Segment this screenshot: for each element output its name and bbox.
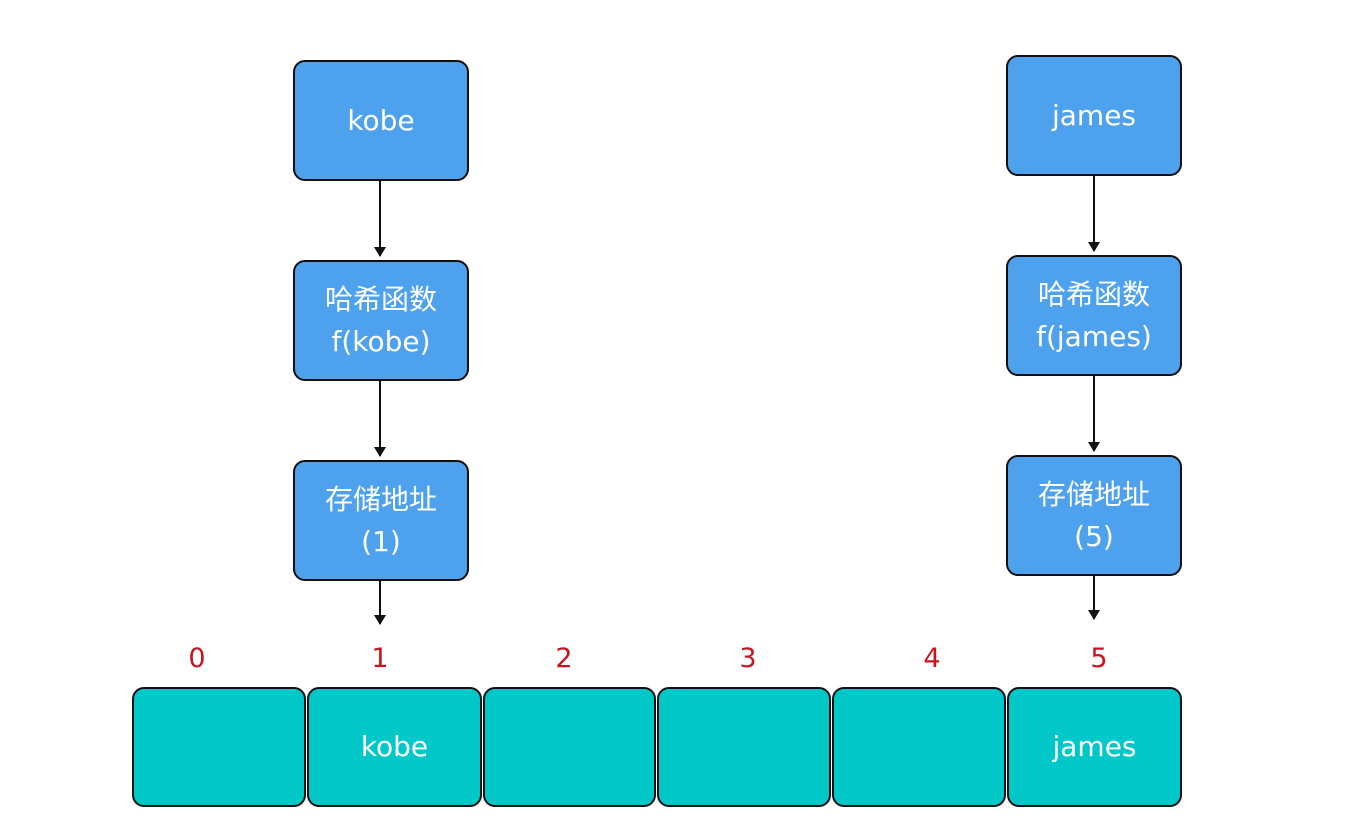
array-cell-0 — [132, 687, 306, 807]
hash-function-call: f(james) — [1036, 319, 1152, 353]
key-label: kobe — [347, 103, 415, 137]
array-cell-4 — [832, 687, 1006, 807]
address-label: 存储地址 — [324, 482, 437, 516]
array-cell-2 — [483, 687, 656, 807]
array-index-0: 0 — [188, 643, 206, 674]
key-box-james: james — [1006, 55, 1182, 176]
array-cell-1: kobe — [307, 687, 482, 807]
array-index-5: 5 — [1090, 643, 1108, 674]
key-label: james — [1051, 98, 1137, 132]
address-box-james: 存储地址 (5) — [1006, 455, 1182, 576]
key-box-kobe: kobe — [293, 60, 469, 181]
array-index-2: 2 — [555, 643, 573, 674]
address-box-kobe: 存储地址 (1) — [293, 460, 469, 581]
array-index-3: 3 — [739, 643, 757, 674]
hash-function-box-james: 哈希函数 f(james) — [1006, 255, 1182, 376]
array-cell-5: james — [1007, 687, 1182, 807]
hash-function-label: 哈希函数 — [324, 282, 437, 316]
array-index-1: 1 — [371, 643, 389, 674]
array-cell-3 — [657, 687, 831, 807]
address-value: (1) — [361, 524, 401, 558]
hash-function-label: 哈希函数 — [1037, 277, 1150, 311]
hash-function-box-kobe: 哈希函数 f(kobe) — [293, 260, 469, 381]
array-index-4: 4 — [923, 643, 941, 674]
hash-function-call: f(kobe) — [331, 324, 431, 358]
address-label: 存储地址 — [1037, 477, 1150, 511]
address-value: (5) — [1074, 519, 1114, 553]
